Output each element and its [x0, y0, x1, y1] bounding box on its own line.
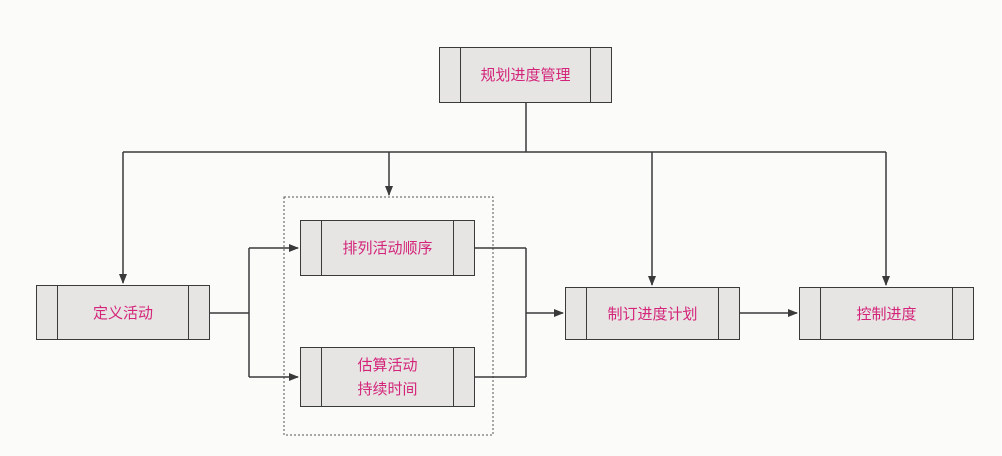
node-develop-schedule: 制订进度计划: [565, 287, 740, 340]
parallel-group-frame: [283, 196, 494, 436]
node-estimate-activity-durations: 估算活动 持续时间: [300, 347, 475, 407]
node-control-schedule: 控制进度: [799, 287, 974, 340]
node-label: 制订进度计划: [607, 304, 698, 323]
node-define-activities: 定义活动: [36, 285, 210, 340]
node-label: 定义活动: [92, 303, 153, 322]
node-label: 控制进度: [856, 304, 917, 323]
node-sequence-activities: 排列活动顺序: [300, 220, 475, 276]
node-plan-schedule-management: 规划进度管理: [439, 47, 612, 103]
node-label: 估算活动 持续时间: [357, 356, 418, 398]
node-label: 排列活动顺序: [342, 239, 433, 257]
node-label: 规划进度管理: [480, 66, 571, 84]
